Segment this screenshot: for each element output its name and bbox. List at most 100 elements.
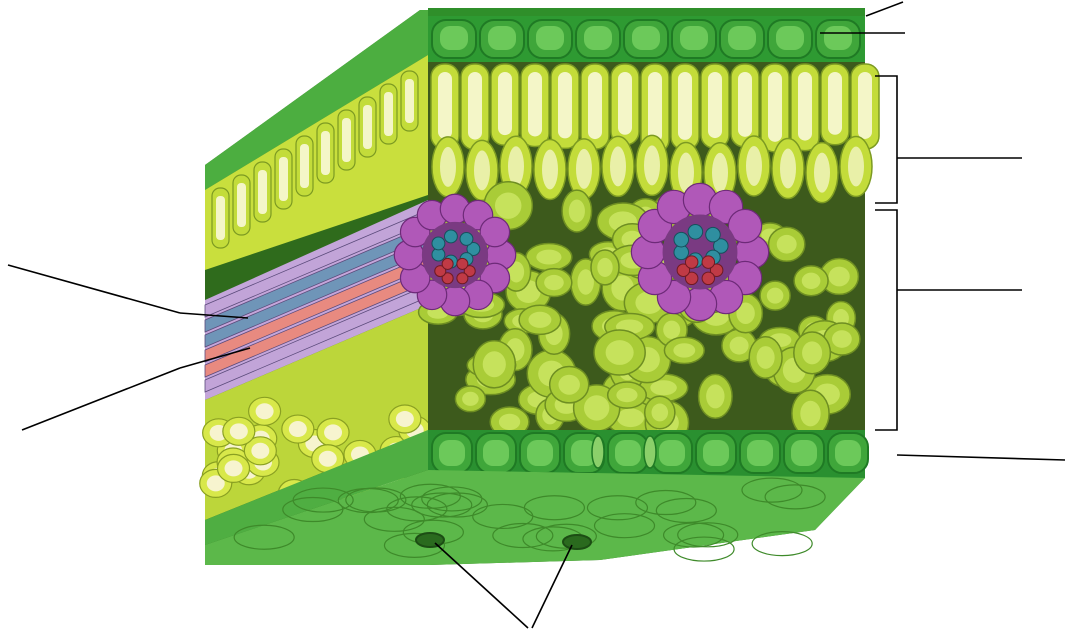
palisade-lower-vacuole bbox=[440, 147, 456, 187]
upper-epidermis-cell-lumen bbox=[728, 26, 756, 50]
lower-epidermis-cell-lumen bbox=[791, 440, 817, 466]
spongy-cell-center bbox=[462, 392, 478, 406]
palisade-vacuole bbox=[678, 72, 692, 140]
spongy-cell-center bbox=[544, 275, 564, 290]
palisade-vacuole bbox=[828, 72, 842, 135]
palisade-lower-vacuole bbox=[508, 146, 524, 186]
left-spongy-center bbox=[319, 451, 337, 467]
left-spongy-center bbox=[251, 443, 269, 459]
left-palisade-vacuole bbox=[342, 118, 351, 162]
lower-epidermis-cell-lumen bbox=[703, 440, 729, 466]
phloem-cell bbox=[702, 256, 714, 268]
left-palisade-vacuole bbox=[321, 131, 330, 175]
palisade-vacuole bbox=[498, 72, 512, 135]
spongy-cell-center bbox=[767, 288, 784, 304]
phloem-cell bbox=[457, 258, 468, 269]
palisade-lower-vacuole bbox=[848, 147, 864, 187]
spongy-cell-center bbox=[802, 273, 821, 289]
left-palisade-vacuole bbox=[279, 157, 288, 201]
phloem-cell bbox=[457, 273, 468, 284]
left-spongy-center bbox=[225, 460, 243, 476]
left-palisade-vacuole bbox=[384, 92, 393, 136]
lower-epidermis-cell-lumen bbox=[439, 440, 465, 466]
spongy-cell-center bbox=[673, 343, 695, 357]
upper-epidermis-cell-lumen bbox=[584, 26, 612, 50]
palisade-vacuole bbox=[648, 72, 662, 143]
upper-epidermis-cell-lumen bbox=[632, 26, 660, 50]
spongy-cell-center bbox=[663, 321, 680, 339]
palisade-lower-vacuole bbox=[542, 149, 558, 189]
spongy-cell-center bbox=[800, 401, 820, 427]
palisade-vacuole bbox=[858, 72, 872, 139]
spongy-cell-center bbox=[802, 341, 822, 364]
stoma-pore bbox=[563, 535, 591, 549]
xylem-cell bbox=[432, 237, 445, 250]
front-face bbox=[394, 8, 879, 478]
phloem-cell bbox=[442, 258, 453, 269]
left-spongy-center bbox=[289, 421, 307, 437]
phloem-cell bbox=[685, 256, 697, 268]
phloem-cell bbox=[702, 272, 714, 284]
palisade-lower-vacuole bbox=[474, 150, 490, 190]
spongy-cell-center bbox=[706, 384, 724, 408]
upper-epidermis-cell-lumen bbox=[680, 26, 708, 50]
palisade-vacuole bbox=[768, 72, 782, 142]
palisade-vacuole bbox=[738, 72, 752, 137]
spongy-cell-center bbox=[606, 340, 634, 365]
spongy-cell-center bbox=[652, 404, 669, 422]
upper-epidermis-cells bbox=[432, 20, 860, 58]
palisade-vacuole bbox=[528, 72, 542, 136]
palisade-vacuole bbox=[558, 72, 572, 138]
lower-epidermis-cell-lumen bbox=[747, 440, 773, 466]
xylem-cell bbox=[460, 232, 473, 245]
spongy-cell-center bbox=[829, 267, 850, 287]
left-palisade-vacuole bbox=[237, 183, 246, 227]
palisade-vacuole bbox=[708, 72, 722, 138]
lower-epidermis-cell-lumen bbox=[835, 440, 861, 466]
upper-epidermis-cell-lumen bbox=[776, 26, 804, 50]
palisade-vacuole bbox=[618, 72, 632, 135]
left-palisade-vacuole bbox=[300, 144, 309, 188]
front-cuticle bbox=[428, 8, 865, 16]
palisade-lower-vacuole bbox=[644, 145, 660, 185]
spongy-cell-center bbox=[757, 346, 775, 369]
upper-epidermis-cell-lumen bbox=[440, 26, 468, 50]
palisade-vacuole bbox=[468, 72, 482, 140]
palisade-lower-vacuole bbox=[712, 153, 728, 193]
palisade-lower-vacuole bbox=[576, 149, 592, 189]
guard-cell bbox=[592, 436, 604, 468]
palisade-vacuole bbox=[588, 72, 602, 139]
spongy-cell-center bbox=[558, 375, 579, 395]
lower-epidermis-cell-lumen bbox=[483, 440, 509, 466]
palisade-vacuole bbox=[798, 72, 812, 141]
xylem-cell bbox=[688, 225, 703, 240]
spongy-cell-center bbox=[483, 351, 506, 377]
spongy-cell-center bbox=[616, 388, 637, 402]
upper-epidermis-cell-lumen bbox=[488, 26, 516, 50]
spongy-cell-center bbox=[617, 408, 644, 427]
spongy-cell-center bbox=[536, 250, 561, 265]
left-palisade-vacuole bbox=[258, 170, 267, 214]
spongy-cell-center bbox=[777, 235, 797, 254]
left-palisade-vacuole bbox=[363, 105, 372, 149]
xylem-cell bbox=[444, 230, 457, 243]
xylem-cell bbox=[706, 227, 721, 242]
lower-epidermis-cell-lumen bbox=[659, 440, 685, 466]
spongy-cell-center bbox=[569, 200, 585, 223]
spongy-cell-center bbox=[832, 330, 852, 348]
left-spongy-center bbox=[396, 411, 414, 427]
spongy-cell-center bbox=[650, 380, 677, 395]
spongy-cell-center bbox=[584, 395, 609, 420]
spongy-cell-center bbox=[495, 192, 522, 218]
upper-epidermis-cell-lumen bbox=[824, 26, 852, 50]
guard-cell bbox=[644, 436, 656, 468]
lower-epidermis-cell-lumen bbox=[615, 440, 641, 466]
lower-epidermis-cell-lumen bbox=[527, 440, 553, 466]
spongy-cell-center bbox=[597, 258, 612, 277]
spongy-cell-center bbox=[528, 312, 551, 328]
left-palisade-vacuole bbox=[405, 79, 414, 123]
palisade-lower-vacuole bbox=[610, 146, 626, 186]
xylem-cell bbox=[674, 232, 689, 247]
palisade-lower-vacuole bbox=[814, 153, 830, 193]
